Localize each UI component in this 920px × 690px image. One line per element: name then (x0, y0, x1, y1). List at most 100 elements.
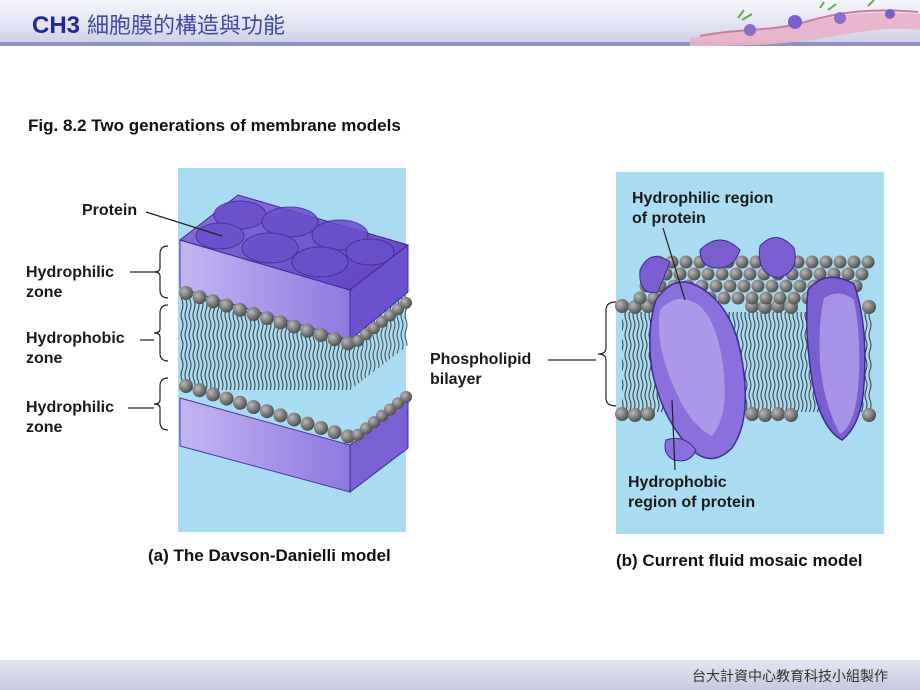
phospholipid-head (735, 255, 749, 269)
phospholipid-head (615, 299, 629, 313)
phospholipid-head (400, 296, 412, 309)
phospholipid-head (773, 291, 787, 305)
phospholipid-head (862, 300, 876, 314)
phospholipid-head (787, 291, 801, 305)
phospholipid-head (327, 425, 342, 440)
slide-footer (0, 660, 920, 690)
phospholipid-head (758, 408, 772, 422)
phospholipid-head (701, 267, 715, 281)
label-phospholipid-line1: Phospholipid (430, 351, 532, 368)
davson-danielli-model (178, 168, 412, 532)
phospholipid-head (206, 294, 220, 309)
phospholipid-head (729, 267, 743, 281)
label-hydrophobic-line1: Hydrophobic (26, 330, 125, 347)
label-hydrophilic-top-line1: Hydrophilic (26, 264, 115, 281)
phospholipid-head (745, 407, 759, 421)
phospholipid-head (779, 279, 793, 293)
phospholipid-head (192, 290, 207, 305)
phospholipid-head (314, 328, 328, 342)
phospholipid-head (709, 279, 723, 293)
phospholipid-head (219, 391, 234, 406)
phospholipid-head (862, 408, 876, 422)
phospholipid-head (287, 319, 301, 334)
phospholipid-head (855, 267, 869, 281)
phospholipid-head (793, 279, 807, 293)
phospholipid-head (633, 291, 647, 305)
phospholipid-head (400, 390, 412, 403)
phospholipid-head (192, 383, 207, 398)
phospholipid-head (833, 255, 847, 269)
peripheral-protein-top (699, 239, 741, 269)
phospholipid-head (260, 404, 274, 419)
phospholipid-head (745, 291, 759, 305)
phospholipid-head (300, 416, 315, 431)
phospholipid-head (765, 279, 779, 293)
panel-a-protein-globules (195, 200, 395, 278)
phospholipid-head (799, 267, 813, 281)
phospholipid-head (628, 408, 642, 422)
phospholipid-head (673, 267, 687, 281)
integral-protein-right-highlight (819, 293, 860, 434)
phospholipid-head (246, 307, 261, 321)
phospholipid-head (805, 255, 819, 269)
phospholipid-head (615, 407, 629, 421)
phospholipid-head (847, 255, 861, 269)
phospholipid-head (813, 267, 827, 281)
phospholipid-head (841, 267, 855, 281)
phospholipid-head (771, 407, 785, 421)
peripheral-protein-right (758, 237, 796, 279)
label-hydrophobic-region-line1: Hydrophobic (628, 474, 727, 491)
phospholipid-head (641, 407, 655, 421)
footer-credit: 台大計資中心教育科技小組製作 (692, 669, 888, 685)
panel-a-head-rows (179, 286, 412, 444)
fluid-mosaic-model (615, 172, 884, 534)
phospholipid-head (300, 323, 315, 338)
phospholipid-head (759, 291, 773, 305)
phospholipid-head (737, 279, 751, 293)
figure-title: Fig. 8.2 Two generations of membrane mod… (28, 116, 401, 135)
slide-title: CH3 細胞膜的構造與功能 (32, 8, 285, 40)
phospholipid-head (206, 387, 220, 402)
phospholipid-head (717, 291, 731, 305)
phospholipid-head (287, 412, 301, 427)
phospholipid-head (784, 408, 798, 422)
panel-a-top-protein-side (349, 243, 409, 342)
caption-panel-a: (a) The Davson-Danielli model (148, 546, 391, 565)
phospholipid-head (179, 379, 193, 393)
integral-protein-foot (664, 437, 697, 462)
header-divider (0, 42, 920, 46)
phospholipid-head (743, 267, 757, 281)
label-hydrophilic-bottom-line1: Hydrophilic (26, 399, 115, 416)
phospholipid-head (260, 311, 274, 326)
phospholipid-head (179, 286, 193, 300)
label-phospholipid-line2: bilayer (430, 371, 482, 388)
phospholipid-head (341, 429, 355, 444)
phospholipid-head (219, 298, 234, 313)
phospholipid-head (273, 315, 288, 330)
caption-panel-b: (b) Current fluid mosaic model (616, 551, 863, 570)
peripheral-protein-left (639, 256, 671, 294)
chapter-title: 細胞膜的構造與功能 (80, 14, 286, 39)
phospholipid-head (819, 255, 833, 269)
phospholipid-head (233, 395, 247, 410)
label-hydrophilic-bottom-line2: zone (26, 419, 63, 436)
phospholipid-head (341, 336, 355, 351)
panel-b-leader-lines (548, 227, 686, 471)
phospholipid-head (246, 400, 261, 414)
label-hydrophilic-region-line2: of protein (632, 210, 706, 227)
phospholipid-head (327, 332, 342, 347)
label-hydrophilic-top-line2: zone (26, 284, 63, 301)
phospholipid-head (861, 255, 875, 269)
chapter-number: CH3 (32, 12, 81, 39)
phospholipid-head (233, 302, 247, 317)
phospholipid-head (723, 279, 737, 293)
panel-a-leader-lines (128, 211, 223, 431)
phospholipid-head (314, 421, 328, 435)
panel-a-bottom-tails (180, 346, 350, 390)
phospholipid-head (273, 408, 288, 423)
phospholipid-head (679, 255, 693, 269)
integral-protein-large-highlight (658, 298, 725, 436)
label-hydrophilic-region-line1: Hydrophilic region (632, 190, 774, 207)
label-hydrophobic-region-line2: region of protein (628, 494, 756, 511)
